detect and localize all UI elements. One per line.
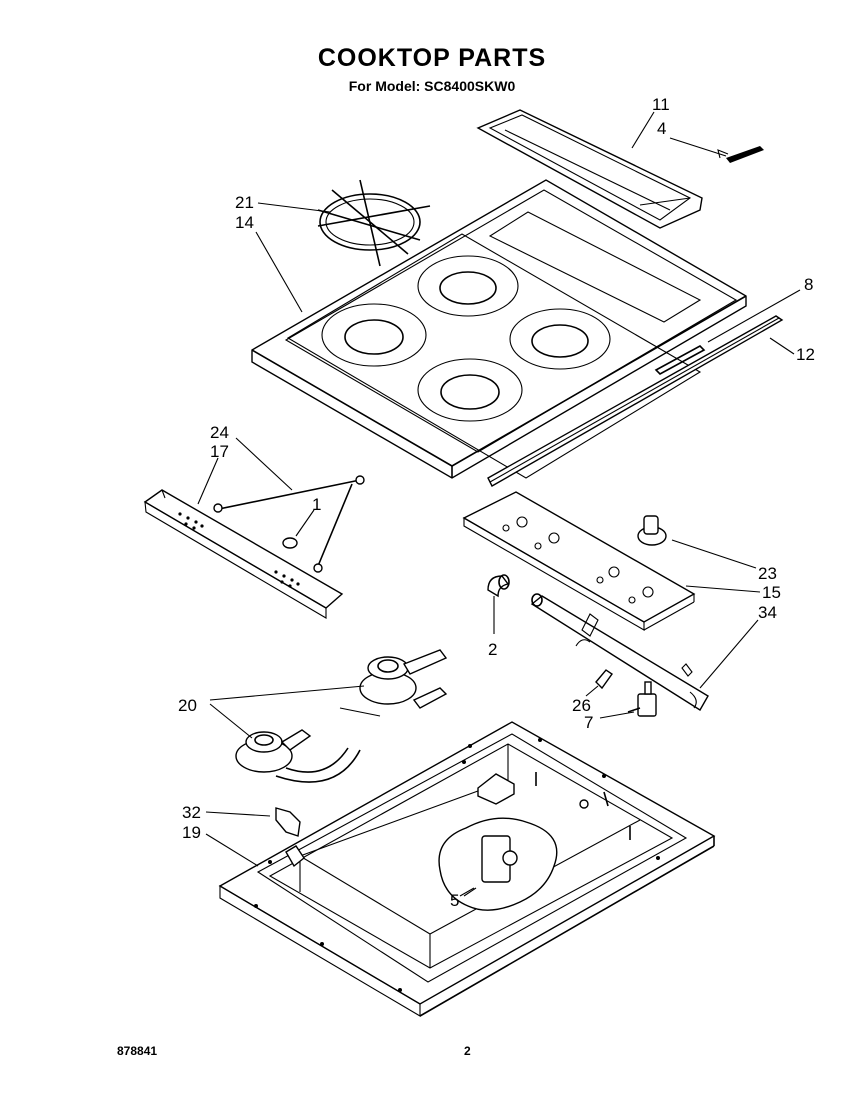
part-rear-bracket (143, 475, 365, 619)
part-manifold-panel (462, 491, 696, 631)
part-burner-assembly-lower (235, 729, 361, 783)
model-subtitle: For Model: SC8400SKW0 (348, 78, 516, 94)
callout-19: 19 (182, 823, 201, 842)
part-burner-assembly-upper (339, 649, 448, 717)
callout-4: 4 (657, 119, 666, 138)
callout-34: 34 (758, 603, 777, 622)
callout-23: 23 (758, 564, 777, 583)
callout-12: 12 (796, 345, 815, 364)
leader-lines (197, 111, 801, 897)
callout-24: 24 (210, 423, 229, 442)
document-number: 878841 (117, 1044, 158, 1058)
callout-2: 2 (488, 640, 497, 659)
part-cooktop-top (251, 179, 747, 479)
callouts: 11 4 21 14 8 12 24 17 1 23 15 34 2 20 26… (178, 95, 815, 910)
part-knob (637, 515, 667, 546)
callout-14: 14 (235, 213, 254, 232)
part-burner-box (218, 721, 716, 1017)
callout-8: 8 (804, 275, 813, 294)
part-small-bracket (275, 807, 301, 837)
part-orifice (595, 669, 613, 690)
part-manifold-pipe (530, 593, 709, 711)
callout-32: 32 (182, 803, 201, 822)
callout-20: 20 (178, 696, 197, 715)
callout-21: 21 (235, 193, 254, 212)
callout-15: 15 (762, 583, 781, 602)
part-valve (627, 681, 657, 717)
part-burner-grate (317, 179, 431, 267)
part-trim-strip (487, 315, 784, 487)
callout-26: 26 (572, 696, 591, 715)
callout-7: 7 (584, 713, 593, 732)
callout-1: 1 (312, 495, 321, 514)
callout-17: 17 (210, 442, 229, 461)
callout-5: 5 (450, 891, 459, 910)
part-badge (726, 146, 764, 163)
page-number: 2 (464, 1044, 471, 1058)
page-title: COOKTOP PARTS (317, 44, 547, 72)
part-elbow (487, 574, 510, 598)
callout-11: 11 (652, 95, 670, 114)
part-control-trim (476, 109, 703, 229)
